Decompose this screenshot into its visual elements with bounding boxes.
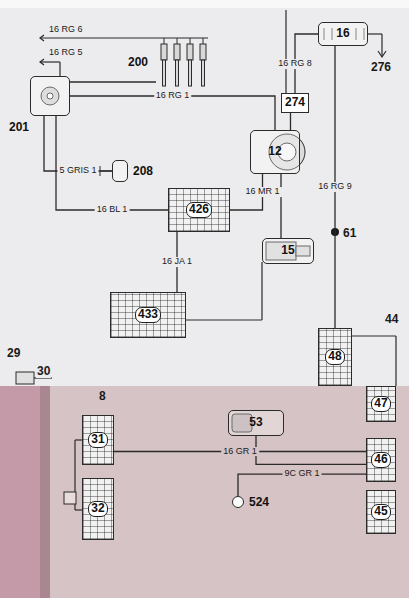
callout-number: 30 — [36, 364, 51, 378]
component-box: 201 — [30, 76, 70, 116]
wire-connector — [44, 116, 112, 171]
wire-connector — [56, 116, 168, 210]
photo-ground — [0, 386, 409, 598]
component-box: 12 — [250, 130, 300, 174]
connector-block: 46 — [366, 438, 396, 482]
wire-connector — [290, 113, 291, 130]
callout-number: 48 — [325, 349, 344, 364]
wire-connector — [256, 436, 366, 464]
callout-number: 12 — [268, 145, 281, 158]
wire-code: 16 RG 8 — [276, 59, 314, 69]
callout-number: 524 — [249, 496, 269, 509]
wire-connector — [70, 81, 156, 82]
glow-plugs — [161, 38, 206, 86]
wire-code: 5 GRIS 1 — [57, 166, 98, 176]
connector-block: 31 — [82, 415, 114, 465]
fuse-box-square — [64, 492, 76, 504]
callout-number: 32 — [88, 501, 107, 516]
wire-code: 16 RG 5 — [48, 48, 84, 58]
wire-code: 16 RG 1 — [154, 91, 192, 101]
callout-number: 44 — [384, 312, 399, 326]
component-29 — [16, 372, 34, 384]
connector-block: 426 — [168, 188, 230, 232]
callout-number: 61 — [342, 226, 357, 240]
wire-code: 9C GR 1 — [282, 469, 321, 479]
component-box: 15 — [262, 238, 314, 264]
photo-margin — [0, 386, 40, 598]
callout-number: 433 — [135, 307, 161, 322]
callout-number: 16 — [336, 27, 349, 40]
wire-code: 16 GR 1 — [221, 447, 259, 457]
wire-connector — [70, 96, 275, 130]
callout-number: 426 — [186, 202, 212, 217]
wire-code: 16 RG 9 — [316, 182, 354, 192]
connector-block: 48 — [318, 328, 352, 386]
wire-code: 16 MR 1 — [243, 187, 281, 197]
callout-number: 201 — [9, 121, 29, 134]
component-box: 16 — [318, 22, 368, 46]
paper-edge — [0, 0, 409, 8]
callout-number: 200 — [128, 56, 148, 69]
wire-code: 16 RG 6 — [48, 25, 84, 35]
junction-box: 274 — [281, 93, 309, 112]
plain-wires — [34, 10, 396, 510]
callout-number: 46 — [371, 452, 390, 467]
wire-code: 16 BL 1 — [95, 205, 130, 215]
connector-block: 45 — [366, 490, 396, 534]
callout-number: 15 — [281, 244, 294, 257]
callout-number: 8 — [98, 389, 107, 403]
sensor-circle: 524 — [232, 496, 244, 508]
callout-number: 31 — [88, 432, 107, 447]
wire-code: 16 JA 1 — [160, 257, 194, 267]
callout-number: 47 — [371, 396, 390, 411]
component-box: 53 — [228, 410, 284, 436]
connector-block: 32 — [82, 478, 114, 540]
connector-block: 433 — [110, 292, 186, 338]
callout-number: 208 — [133, 165, 153, 178]
callout-number: 276 — [370, 60, 392, 74]
component-box: 208 — [112, 160, 128, 182]
photo-margin — [40, 386, 50, 598]
wire-connector — [280, 174, 281, 238]
callout-number: 45 — [371, 504, 390, 519]
callout-number: 53 — [249, 416, 262, 429]
paper-ground — [0, 0, 409, 386]
callout-number: 29 — [6, 346, 21, 360]
callout-number: 274 — [285, 96, 305, 109]
connector-block: 47 — [366, 386, 396, 422]
glow-plug-group: 200 — [156, 40, 208, 88]
